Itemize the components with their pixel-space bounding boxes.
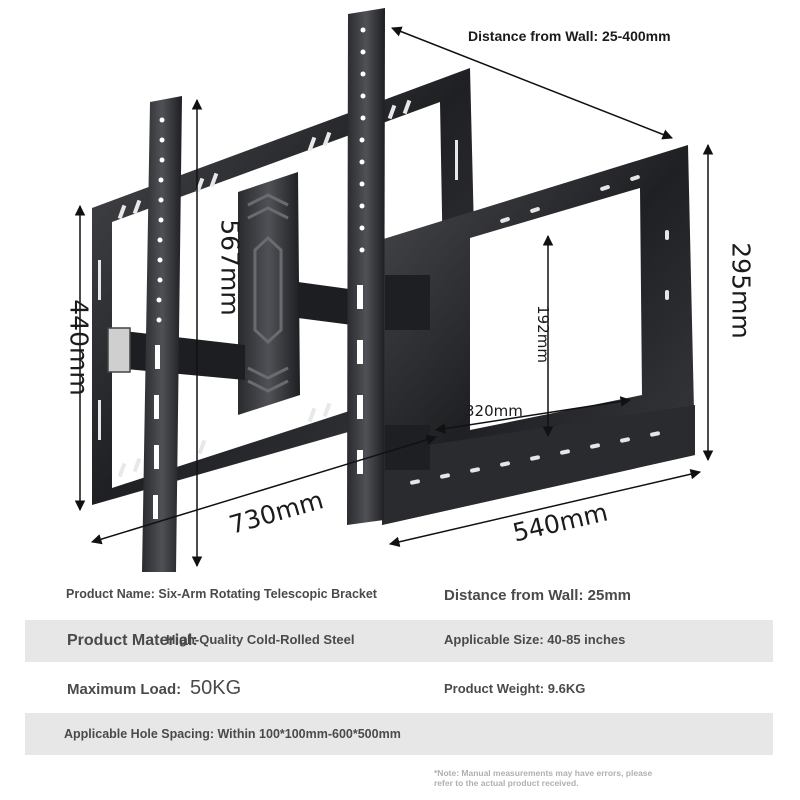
dimension-320: 320mm [465, 402, 523, 420]
measurement-note: *Note: Manual measurements may have erro… [434, 768, 652, 788]
distance-from-wall-label: Distance from Wall: 25-400mm [468, 28, 671, 44]
note-line-2: refer to the actual product received. [434, 778, 579, 788]
material-value: High-Quality Cold-Rolled Steel [166, 632, 355, 647]
dimension-567: 567mm [215, 219, 245, 316]
note-line-1: *Note: Manual measurements may have erro… [434, 768, 653, 778]
applicable-size: Applicable Size: 40-85 inches [444, 632, 626, 647]
distance-spec: Distance from Wall: 25mm [444, 587, 631, 604]
bracket-illustration [74, 8, 714, 572]
product-name: Product Name: Six-Arm Rotating Telescopi… [66, 587, 377, 601]
spec-table: Product Name: Six-Arm Rotating Telescopi… [0, 575, 800, 800]
dimension-295: 295mm [726, 242, 756, 339]
dimension-440: 440mm [64, 299, 94, 396]
max-load-value: 50KG [190, 677, 242, 699]
dimension-192: 192mm [533, 305, 552, 363]
product-figure: Distance from Wall: 25-400mm 567mm 440mm… [64, 8, 756, 572]
hole-spacing: Applicable Hole Spacing: Within 100*100m… [64, 727, 401, 741]
spec-row-hole-spacing [25, 713, 773, 755]
product-weight: Product Weight: 9.6KG [444, 681, 586, 696]
material-label: Product Material: [67, 632, 198, 649]
dimension-lines [74, 26, 714, 568]
spec-row-material [25, 620, 773, 662]
max-load-label: Maximum Load: [67, 681, 182, 698]
